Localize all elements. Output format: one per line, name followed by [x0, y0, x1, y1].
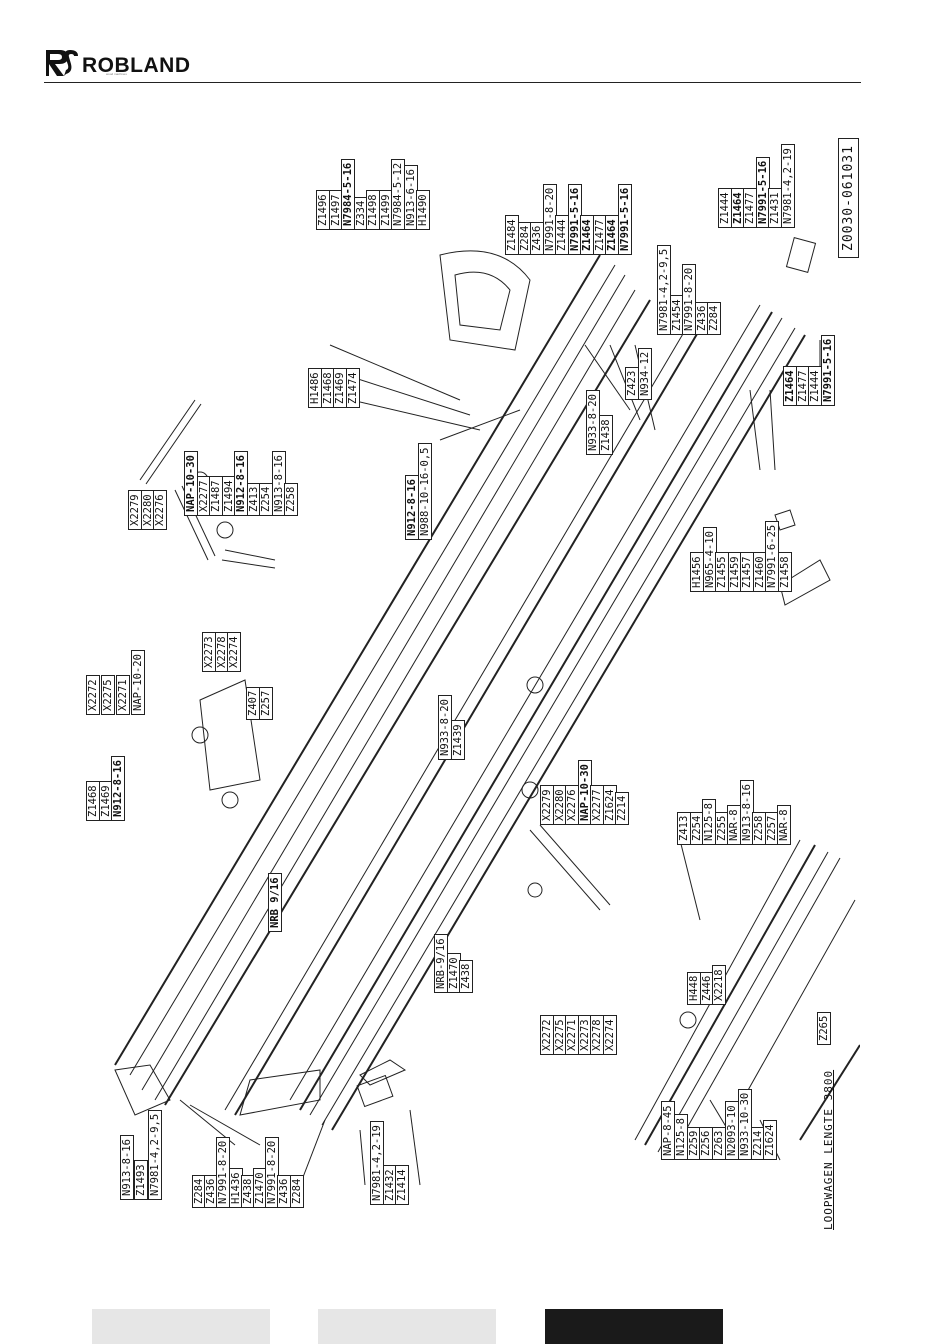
- part-label-g19-0: Z413: [677, 811, 691, 845]
- part-label-g28-0: Z265: [817, 1011, 831, 1045]
- part-label-g18-0: X2279: [540, 785, 554, 825]
- part-label-g3-5: N7981-4,2-19: [780, 144, 795, 228]
- part-label-g3-4: Z1431: [768, 188, 782, 228]
- brand-name: ROBLAND: [82, 54, 191, 77]
- drawing-number: Z0030-061031: [838, 138, 859, 258]
- part-label-g24-1: Z1493: [134, 1160, 148, 1200]
- part-label-g20-2: Z438: [459, 959, 473, 993]
- part-label-g27-6: N933-10-30: [737, 1088, 752, 1160]
- part-label-g16-2: Z1455: [715, 552, 729, 592]
- part-label-g17-0: Z1468: [86, 781, 100, 821]
- part-label-g6-0: X2279: [128, 490, 142, 530]
- part-label-g22-4: X2278: [590, 1015, 604, 1055]
- part-label-g5-2: Z1487: [209, 476, 223, 516]
- part-label-g1-0: Z1496: [316, 190, 330, 230]
- part-label-g13-0: X2272: [86, 675, 100, 715]
- part-label-g17-2: N912-8-16: [111, 756, 125, 821]
- brand-subtitle: wood machines: [106, 72, 127, 76]
- robland-logo: ROBLAND: [44, 42, 191, 78]
- part-label-g26-0: N7981-4,2-19: [370, 1121, 384, 1205]
- robland-logo-icon: [46, 50, 78, 76]
- part-label-g2-9: N7991-5-16: [617, 183, 632, 255]
- part-label-g11-0: Z1464: [783, 366, 797, 406]
- part-label-g6-2: X2276: [153, 490, 167, 530]
- part-label-g19-4: NAR-8: [727, 805, 741, 845]
- part-label-g10-1: Z1438: [598, 415, 613, 455]
- part-label-g8-4: Z284: [707, 301, 721, 335]
- part-label-g27-1: N125-8: [673, 1114, 688, 1160]
- part-label-g14-0: Z407: [246, 686, 260, 720]
- part-label-g25-8: Z284: [289, 1174, 304, 1208]
- part-label-g12-2: X2274: [227, 632, 241, 672]
- part-label-g13-2: X2271: [116, 675, 130, 715]
- part-label-g19-2: N125-8: [702, 799, 716, 845]
- part-label-g9-1: N934-12: [637, 347, 652, 400]
- part-label-g24-2: N7981-4,2-9,5: [148, 1109, 162, 1200]
- part-label-g4-3: Z1474: [345, 368, 360, 408]
- part-label-g18-6: Z214: [615, 791, 629, 825]
- part-label-g3-2: Z1477: [743, 188, 757, 228]
- part-label-g18-2: X2276: [565, 785, 579, 825]
- header-rule: [44, 82, 861, 83]
- page-header: ROBLAND wood machines: [44, 40, 864, 84]
- part-label-g22-2: X2271: [565, 1015, 579, 1055]
- part-label-g15-0: N933-8-20: [438, 695, 452, 760]
- part-label-g4-2: Z1469: [333, 368, 347, 408]
- part-label-g14-1: Z257: [258, 686, 273, 720]
- part-label-g1-4: Z1498: [366, 190, 380, 230]
- part-label-g13-3: NAP-10-20: [131, 650, 145, 715]
- part-label-g22-0: X2272: [540, 1015, 554, 1055]
- part-label-g9-0: Z423: [625, 366, 639, 400]
- part-label-g27-5: N2093-10: [725, 1101, 739, 1160]
- part-label-g27-8: Z1624: [763, 1120, 778, 1160]
- part-label-g16-0: H1456: [690, 552, 704, 592]
- part-label-g27-0: NAP-8-45: [661, 1101, 675, 1160]
- part-label-g22-5: X2274: [602, 1015, 617, 1055]
- part-label-g8-0: N7981-4,2-9,5: [657, 244, 671, 335]
- part-label-g20-0: NRB-9/16: [434, 934, 448, 993]
- part-label-g16-6: N7991-6-25: [765, 520, 779, 592]
- part-label-g13-1: X2275: [101, 675, 115, 715]
- part-label-g24-0: N913-8-16: [120, 1135, 134, 1200]
- part-label-g1-6: N7984-5-12: [391, 158, 405, 230]
- part-label-g1-8: H1490: [416, 190, 430, 230]
- part-label-g5-0: NAP-10-30: [184, 451, 198, 516]
- part-label-g5-8: Z258: [284, 482, 298, 516]
- part-label-g2-2: Z436: [530, 221, 544, 255]
- part-label-g4-0: H1486: [308, 368, 322, 408]
- part-label-g8-2: N7991-8-20: [682, 263, 696, 335]
- part-label-g1-2: N7984-5-16: [341, 158, 355, 230]
- part-label-g3-0: Z1444: [718, 188, 732, 228]
- part-label-g2-6: Z1464: [580, 215, 594, 255]
- part-label-g11-3: N7991-5-16: [820, 334, 835, 406]
- part-label-g18-4: X2277: [590, 785, 604, 825]
- parts-drawing: [114, 237, 860, 1186]
- part-label-g19-6: Z258: [752, 811, 766, 845]
- part-label-g2-8: Z1464: [605, 215, 619, 255]
- part-label-g19-8: NAR-8: [777, 805, 791, 845]
- part-label-g26-2: Z1414: [395, 1165, 409, 1205]
- part-label-g2-4: Z1444: [555, 215, 569, 255]
- part-label-g5-4: N912-8-16: [234, 451, 248, 516]
- part-label-g16-4: Z1457: [740, 552, 754, 592]
- footer-tab-2: [318, 1309, 496, 1344]
- part-label-g15-1: Z1439: [450, 720, 465, 760]
- part-label-g21-0: NRB 9/16: [268, 873, 282, 932]
- part-label-g5-6: Z254: [259, 482, 273, 516]
- exploded-parts-diagram: [60, 140, 860, 1240]
- part-label-g12-0: X2273: [202, 632, 216, 672]
- footer-tab-1: [92, 1309, 270, 1344]
- part-label-g7-0: N912-8-16: [405, 475, 419, 540]
- part-label-g10-0: N933-8-20: [586, 390, 600, 455]
- part-label-g23-2: X2218: [712, 965, 726, 1005]
- part-label-g7-1: N988-10-16-0,5: [417, 443, 432, 540]
- part-label-g16-7: Z1458: [777, 552, 792, 592]
- part-label-g11-2: Z1444: [808, 366, 822, 406]
- footer-tab-3: [545, 1309, 723, 1344]
- part-label-g2-0: Z1484: [505, 215, 519, 255]
- part-label-g23-0: H448: [687, 971, 701, 1005]
- drawing-caption: LOOPWAGEN LENGTE 3800: [822, 1069, 835, 1230]
